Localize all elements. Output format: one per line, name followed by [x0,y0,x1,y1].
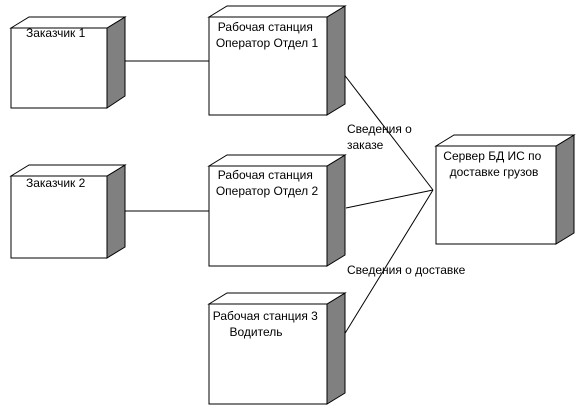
link-station2-server [345,189,434,209]
label-order-info-line-1: Сведения о [347,122,412,136]
svg-text:Заказчик 2: Заказчик 2 [26,176,86,190]
node-customer-2-line-1: Заказчик 2 [26,176,86,190]
node-station-1: Рабочая станция Оператор Отдел 1 [207,5,347,116]
node-station-1-line-2: Оператор Отдел 1 [216,36,319,50]
link-station1-server [335,63,434,191]
label-order-info: Сведения о заказе [347,122,415,152]
node-station-2: Рабочая станция Оператор Отдел 2 [207,154,347,267]
node-customer-2: Заказчик 2 [9,164,127,259]
node-station-3-box [208,303,328,405]
node-customer-2-box [10,175,108,259]
node-station-2-line-1: Рабочая станция [218,168,313,182]
node-station-3-line-2: Водитель [229,325,282,339]
label-delivery-info: Сведения о доставке [347,263,466,277]
node-customer-1-line-1: Заказчик 1 [26,26,86,40]
node-station-1-top [207,5,347,18]
node-server-line-2: доставке грузов [450,165,539,179]
node-customer-2-side [106,164,126,259]
node-server-top [434,134,576,147]
node-server-box [435,145,557,245]
svg-text:Заказчик 1: Заказчик 1 [26,26,86,40]
node-station-3: Рабочая станция 3 Водитель [207,292,347,405]
node-server-side [555,134,575,245]
node-station-1-line-1: Рабочая станция [218,20,313,34]
node-station-2-box [208,165,328,267]
svg-text:Рабочая станция Оператор: Рабочая станция Оператор Отдел 1 [216,20,319,50]
node-customer-1-box [10,27,108,109]
node-customer-1-side [106,16,126,109]
node-station-3-line-1: Рабочая станция 3 [213,309,318,323]
node-station-2-top [207,154,347,167]
node-station-3-side [326,292,346,405]
connections [118,60,434,349]
node-station-3-top [207,292,347,305]
node-station-1-side [326,5,346,116]
node-customer-2-top [9,164,127,177]
link-station3-server [335,189,434,349]
svg-text:Рабочая станция 3 Водите: Рабочая станция 3 Водитель [213,309,321,339]
svg-text:Сервер БД ИС по доставке: Сервер БД ИС по доставке грузов [443,149,544,179]
node-station-1-box [208,16,328,116]
node-customer-1: Заказчик 1 [9,16,127,109]
node-station-2-line-2: Оператор Отдел 2 [216,184,319,198]
node-station-2-side [326,154,346,267]
label-delivery-info-line-1: Сведения о доставке [347,263,466,277]
node-server-line-1: Сервер БД ИС по [443,149,541,163]
node-server: Сервер БД ИС по доставке грузов [434,134,576,245]
svg-text:Рабочая станция Оператор: Рабочая станция Оператор Отдел 2 [216,168,319,198]
label-order-info-line-2: заказе [347,138,384,152]
